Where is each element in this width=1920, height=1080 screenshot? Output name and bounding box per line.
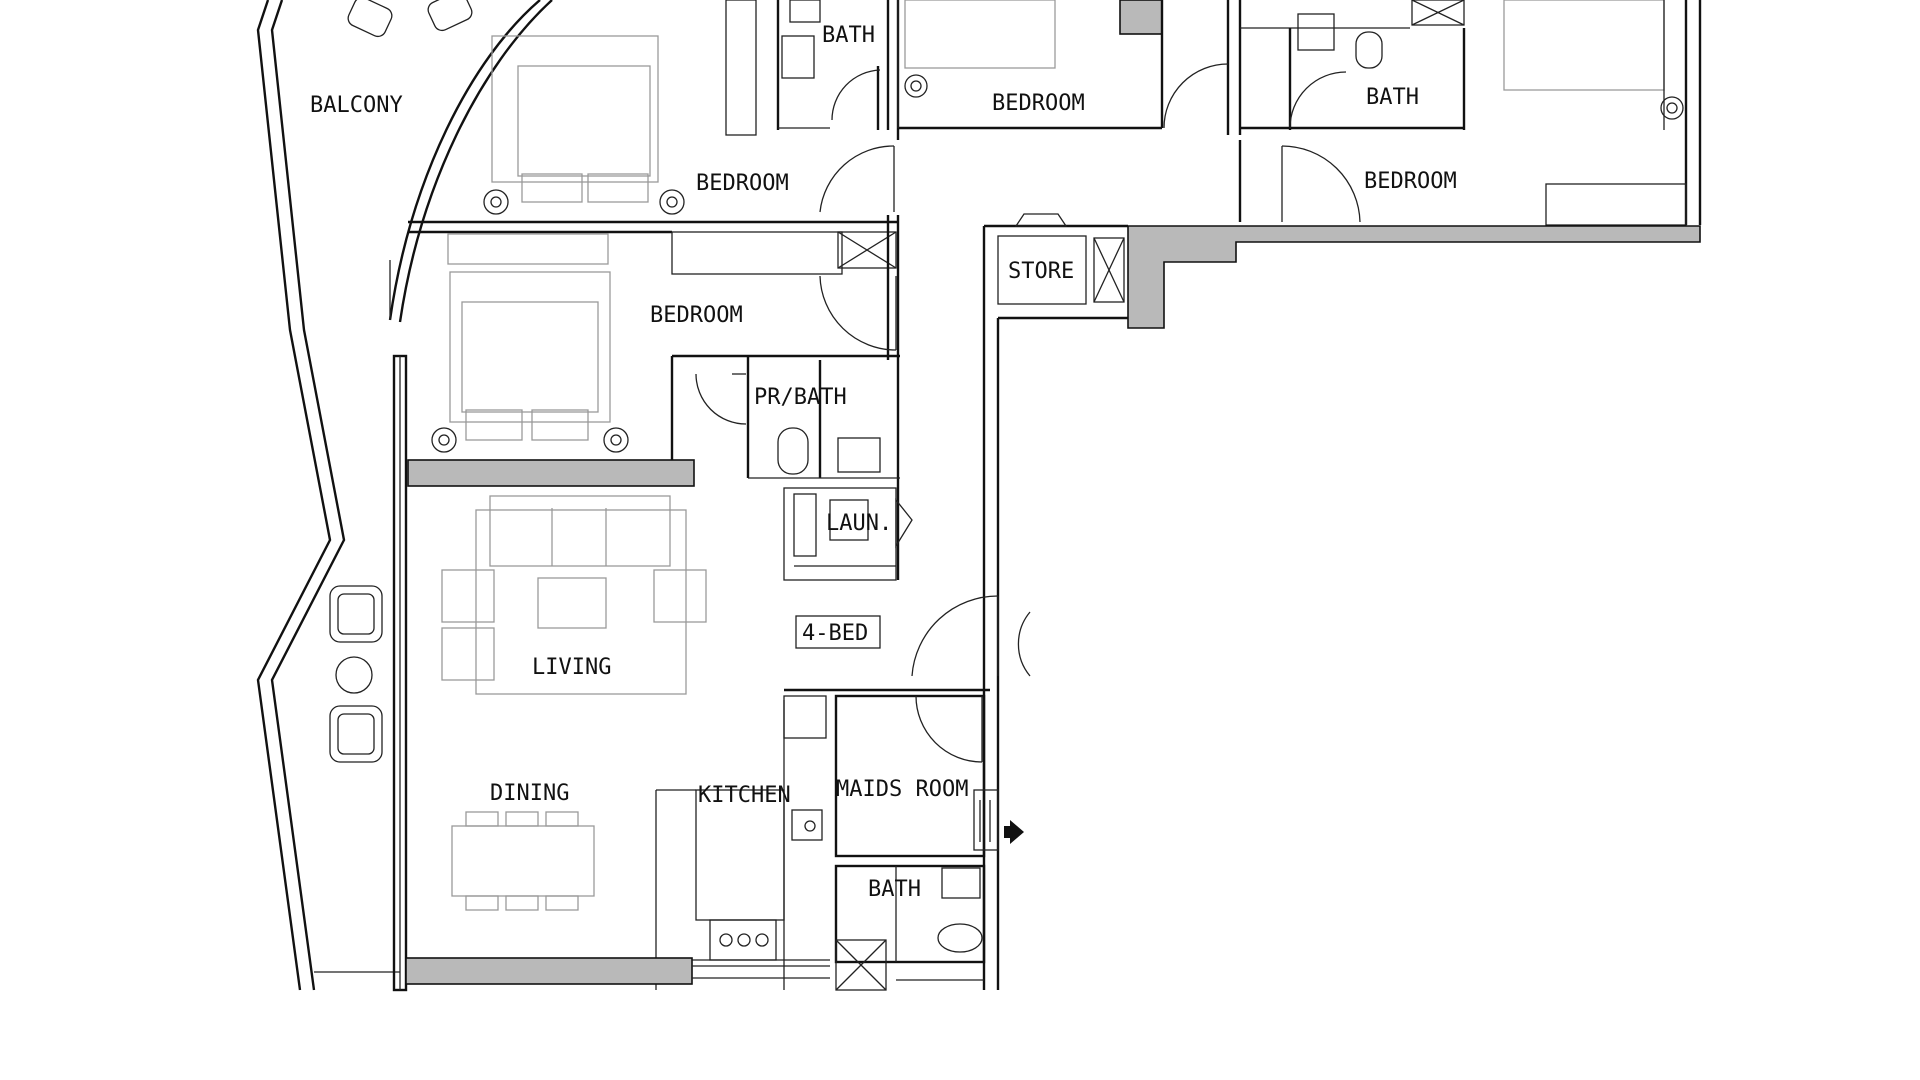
label-bedroom-top-middle: BEDROOM (992, 91, 1085, 116)
doors-upper (819, 63, 1361, 351)
label-bedroom-master: BEDROOM (696, 171, 789, 196)
label-living: LIVING (532, 655, 611, 680)
curved-facade (388, 0, 553, 323)
upper-walls (408, 0, 1702, 580)
maids-room (834, 694, 1024, 858)
powder-bath (670, 354, 900, 479)
second-bedroom (431, 233, 629, 453)
unit-tag-box (795, 615, 881, 649)
living-furniture (441, 495, 707, 695)
label-powder-bath: PR/BATH (754, 385, 847, 410)
label-store: STORE (1008, 259, 1074, 284)
label-bedroom-right: BEDROOM (1364, 169, 1457, 194)
concrete-band-upper (407, 459, 695, 487)
label-dining: DINING (490, 781, 569, 806)
balcony-chairs-top (347, 0, 473, 38)
laundry (783, 487, 913, 581)
label-kitchen: KITCHEN (698, 783, 791, 808)
label-bath-top-right: BATH (1366, 85, 1419, 110)
store-room (982, 213, 1128, 990)
label-bath-maids: BATH (868, 877, 921, 902)
kitchen (655, 688, 990, 990)
entrance-door (911, 595, 1031, 677)
concrete-core (1127, 225, 1701, 329)
label-bath-top-left: BATH (822, 23, 875, 48)
label-balcony: BALCONY (310, 93, 403, 118)
label-laundry: LAUN. (826, 511, 892, 536)
dining-table (451, 811, 595, 911)
maids-bath (834, 864, 986, 991)
concrete-band-lower (405, 957, 830, 985)
balcony-chairs-left (329, 585, 383, 763)
balcony-outline (256, 0, 400, 991)
facade-glazing (389, 260, 408, 992)
label-bedroom-second: BEDROOM (650, 303, 743, 328)
master-bed (483, 35, 685, 215)
label-maids-room: MAIDS ROOM (836, 777, 968, 802)
unit-tag: 4-BED (802, 621, 868, 646)
